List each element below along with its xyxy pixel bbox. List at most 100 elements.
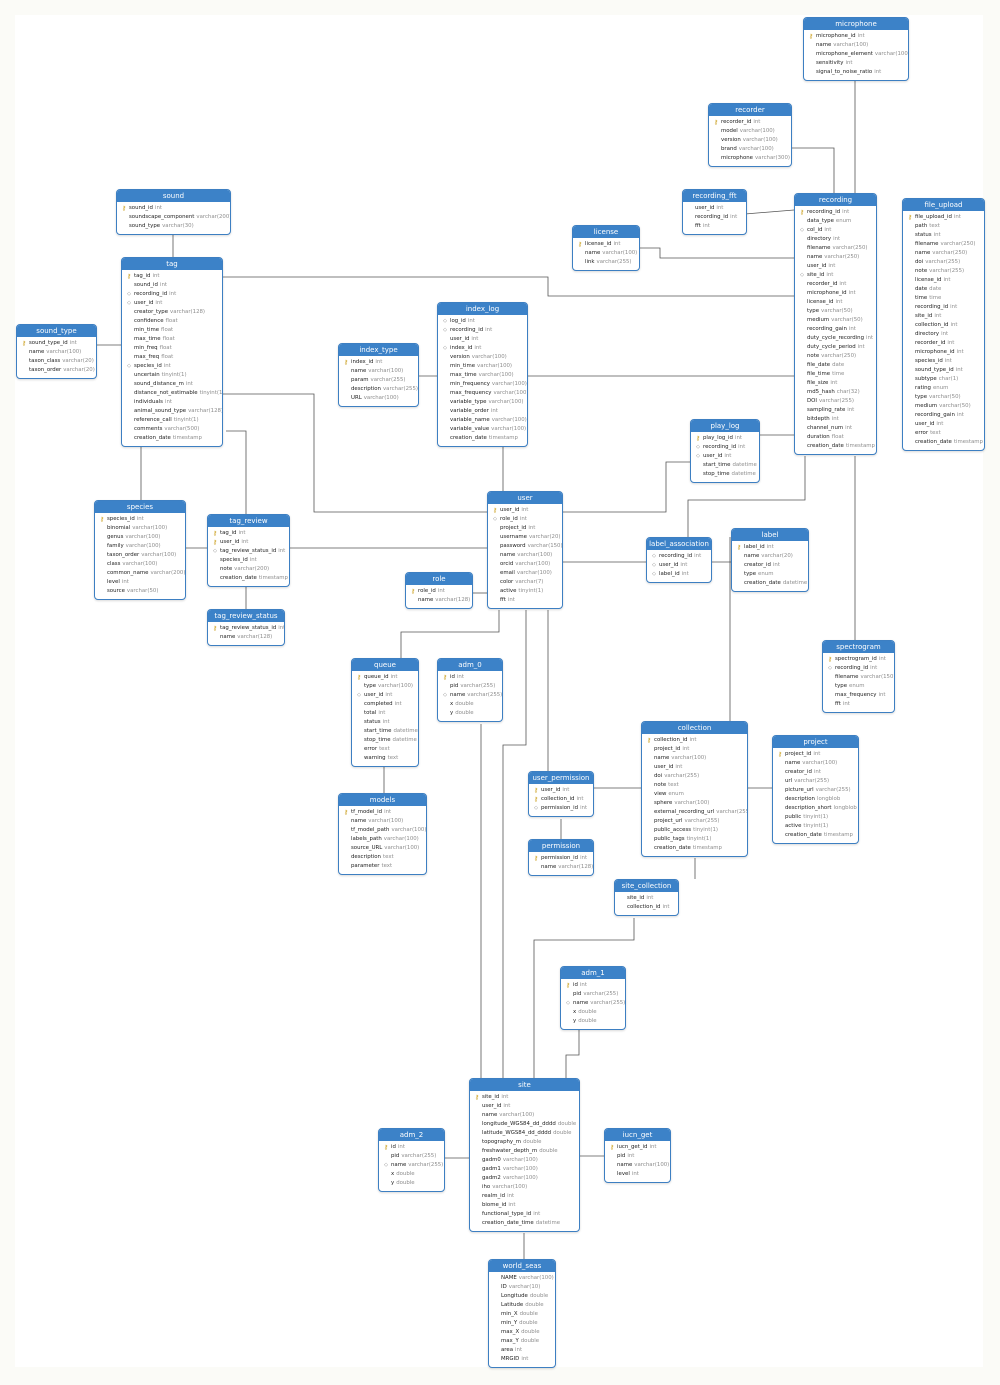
column-type: varchar(50) [939, 403, 971, 409]
column-name: public [785, 814, 802, 820]
column-type: date [832, 362, 845, 368]
column-name: species_id [107, 516, 135, 522]
table-title: user_permission [529, 772, 593, 784]
column-type: varchar(128) [435, 597, 471, 603]
column-type: int [682, 746, 690, 752]
key-icon: ⚷ [492, 507, 498, 514]
column-name: microphone_id [807, 290, 847, 296]
column-name: user_id [807, 263, 827, 269]
column-type: int [627, 1153, 635, 1159]
column-name: role_id [418, 588, 436, 594]
table-title: adm_2 [379, 1129, 444, 1141]
column-type: float [162, 336, 175, 342]
foreign-key-icon: ◇ [652, 571, 656, 577]
column-type: varchar(100) [515, 561, 551, 567]
key-icon: ⚷ [533, 855, 539, 862]
column-type: int [835, 299, 843, 305]
column-type: timestamp [692, 845, 722, 851]
column-type: int [848, 326, 856, 332]
column-type: double [396, 1171, 415, 1177]
column-name: duration [807, 434, 830, 440]
column-type: text [930, 430, 941, 436]
column-name: max_time [134, 336, 161, 342]
column-name: user_id [500, 507, 520, 513]
column-name: sound_type [129, 223, 161, 229]
column-name: min_Y [501, 1320, 518, 1326]
column-type: tinyint(1) [161, 372, 187, 378]
column-type: int [501, 1094, 509, 1100]
column-name: file_upload_id [915, 214, 952, 220]
column-name: md5_hash [807, 389, 835, 395]
column-type: datetime [392, 737, 417, 743]
column-type: int [753, 119, 761, 125]
column-name: tag_review_status_id [220, 625, 277, 631]
column-name: comments [134, 426, 163, 432]
key-icon: ⚷ [383, 1144, 389, 1151]
column-type: varchar(100) [122, 561, 158, 567]
relationship-line [400, 610, 500, 658]
column-type: int [826, 272, 834, 278]
column-name: name [450, 692, 466, 698]
column-type: int [941, 331, 949, 337]
column-type: double [519, 1320, 538, 1326]
column-type: int [936, 421, 944, 427]
column-type: double [520, 1338, 540, 1344]
column-name: Latitude [501, 1302, 524, 1308]
column-name: path [915, 223, 928, 229]
column-type: char(1) [938, 376, 959, 382]
column-type: int [474, 345, 482, 351]
